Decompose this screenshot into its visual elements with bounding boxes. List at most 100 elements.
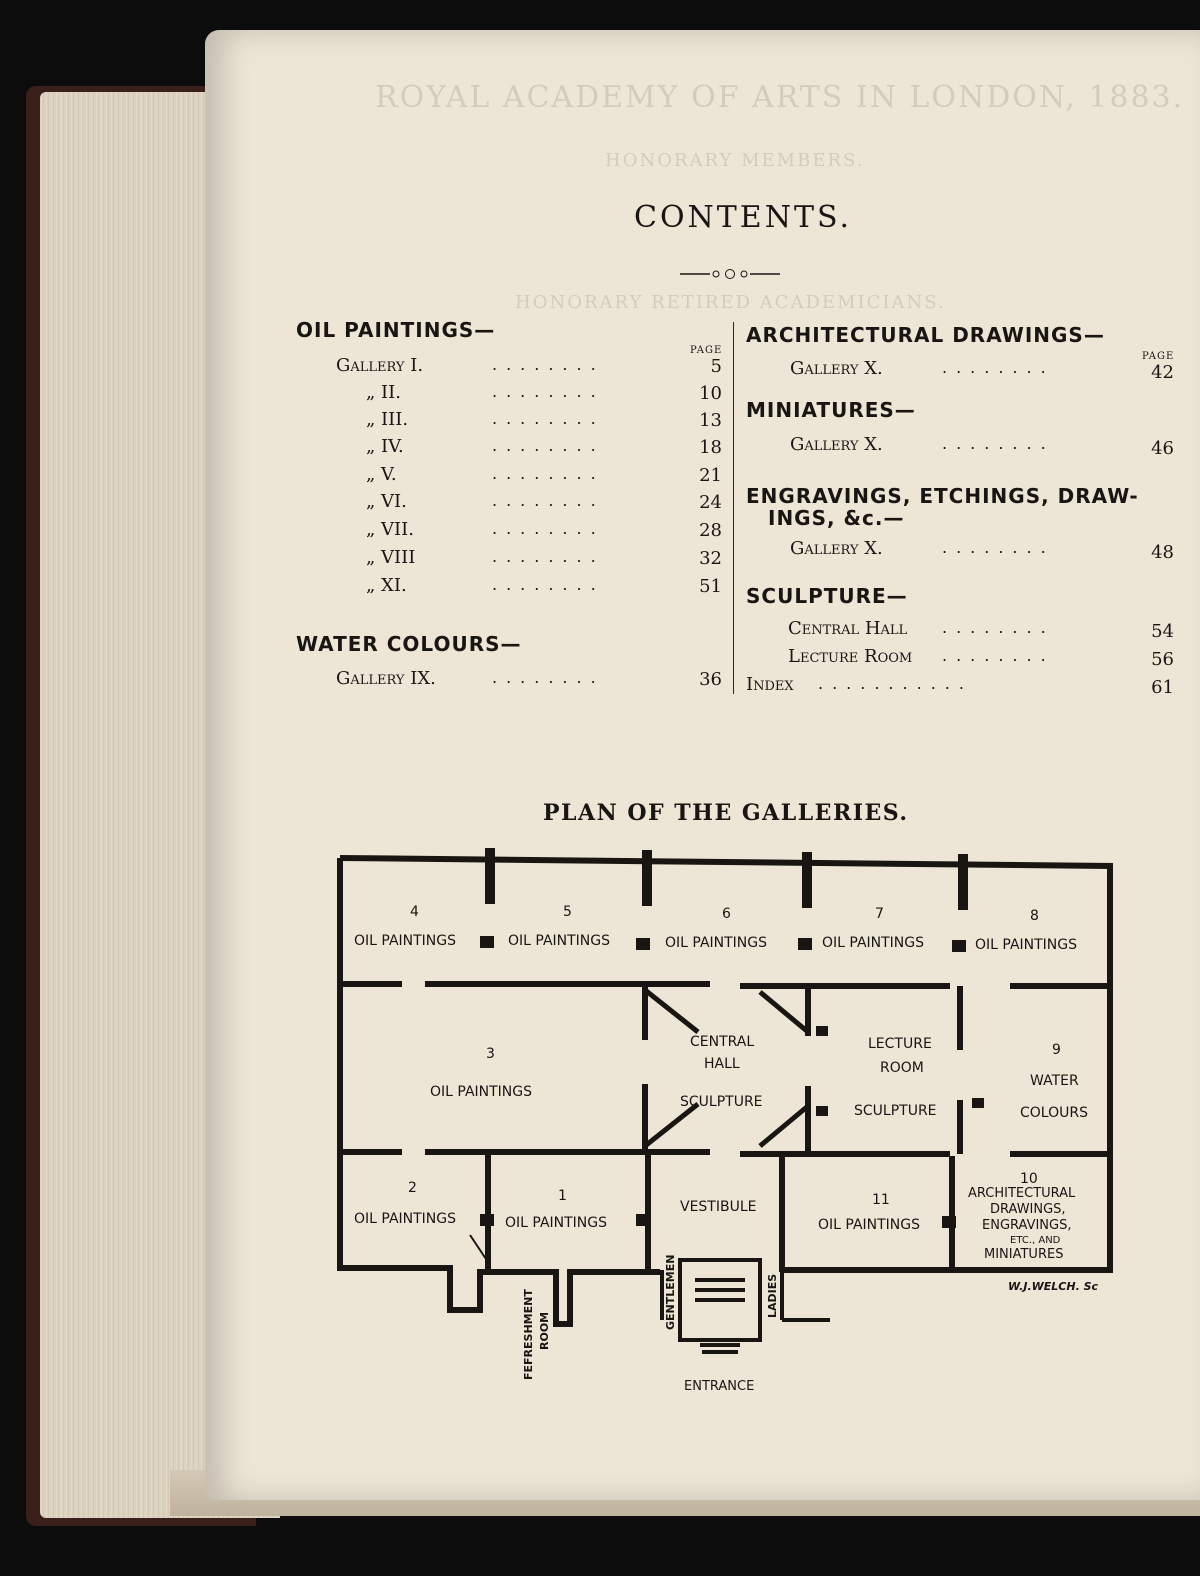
gallery-4-label: OIL PAINTINGS	[354, 933, 456, 949]
toc-page: 61	[1151, 677, 1174, 698]
bleed-line-2: HONORARY RETIRED ACADEMICIANS.	[515, 292, 946, 313]
gallery-11-label: OIL PAINTINGS	[818, 1217, 920, 1233]
toc-page: 54	[1151, 621, 1174, 642]
gallery-5-number: 5	[563, 904, 572, 920]
plan-vertical-labels: FEFRESHMENT ROOM GENTLEMEN LADIES	[522, 1255, 779, 1380]
gallery-8-number: 8	[1030, 908, 1039, 924]
toc-page: 42	[1151, 362, 1174, 383]
gallery-10-line4: ETC., AND	[1010, 1235, 1061, 1246]
refreshment-room-label: ROOM	[538, 1312, 551, 1350]
engraver-signature: W.J.WELCH. Sc	[1008, 1280, 1098, 1293]
leader-dots: ........	[942, 434, 1055, 453]
toc-page: 28	[699, 520, 722, 541]
gallery-8-label: OIL PAINTINGS	[975, 937, 1077, 953]
toc-page: 24	[699, 492, 722, 513]
toc-label: Gallery IX.	[336, 668, 436, 689]
leader-dots: ........	[492, 547, 605, 566]
architectural-heading: ARCHITECTURAL DRAWINGS—	[746, 323, 1105, 347]
toc-label: Gallery X.	[790, 358, 883, 379]
toc-label: „ VII.	[366, 519, 414, 540]
toc-label: Gallery I.	[336, 355, 424, 376]
miniatures-heading: MINIATURES—	[746, 398, 916, 422]
central-hall-line2: HALL	[704, 1056, 740, 1072]
ladies-label: LADIES	[766, 1274, 779, 1318]
toc-label: Central Hall	[788, 618, 908, 639]
plan-walls	[337, 855, 1113, 1327]
leader-dots: ........	[492, 491, 605, 510]
leader-dots: ........	[492, 668, 605, 687]
refreshment-arrow	[469, 1234, 491, 1266]
gallery-11-number: 11	[872, 1192, 890, 1208]
entrance-label: ENTRANCE	[684, 1379, 754, 1394]
lecture-room-line2: ROOM	[880, 1060, 924, 1076]
gallery-7-label: OIL PAINTINGS	[822, 935, 924, 951]
central-hall-line1: CENTRAL	[690, 1034, 754, 1050]
bleed-line-1: HONORARY MEMBERS.	[605, 150, 865, 171]
bleed-running-head: ROYAL ACADEMY OF ARTS IN LONDON, 1883.	[375, 80, 1185, 115]
leader-dots: ........	[942, 538, 1055, 557]
gallery-10-line3: ENGRAVINGS,	[982, 1218, 1072, 1233]
sculpture-heading: SCULPTURE—	[746, 584, 908, 608]
gallery-1-label: OIL PAINTINGS	[505, 1215, 607, 1231]
gallery-9-label1: WATER	[1030, 1073, 1079, 1089]
plan-diagonals	[643, 988, 810, 1148]
leader-dots: ........	[492, 575, 605, 594]
leader-dots: ........	[492, 355, 605, 374]
gallery-9-number: 9	[1052, 1042, 1061, 1058]
toc-page: 5	[710, 356, 722, 377]
book-page: ROYAL ACADEMY OF ARTS IN LONDON, 1883. H…	[205, 30, 1200, 1500]
toc-label: „ XI.	[366, 575, 407, 596]
toc-page: 21	[699, 465, 722, 486]
toc-page: 51	[699, 576, 722, 597]
engravings-heading-2: INGS, &c.—	[768, 506, 905, 530]
toc-label: Index	[746, 674, 794, 695]
leader-dots: ........	[492, 436, 605, 455]
plan-entrance	[660, 1258, 830, 1354]
contents-title: CONTENTS.	[634, 200, 852, 235]
toc-page: 46	[1151, 438, 1174, 459]
leader-dots: ........	[942, 646, 1055, 665]
toc-label: „ IV.	[366, 436, 404, 457]
gallery-6-label: OIL PAINTINGS	[665, 935, 767, 951]
vestibule-label: VESTIBULE	[680, 1199, 757, 1215]
toc-label: „ II.	[366, 382, 401, 403]
central-hall-line3: SCULPTURE	[680, 1094, 763, 1110]
gallery-6-number: 6	[722, 906, 731, 922]
toc-label: Lecture Room	[788, 646, 913, 667]
water-colours-heading: WATER COLOURS—	[296, 632, 522, 656]
oil-paintings-heading: OIL PAINTINGS—	[296, 318, 496, 342]
toc-page: 32	[699, 548, 722, 569]
gallery-1-number: 1	[558, 1188, 567, 1204]
plan-title: PLAN OF THE GALLERIES.	[543, 800, 909, 826]
leader-dots: ........	[492, 409, 605, 428]
gallery-4-number: 4	[410, 904, 419, 920]
toc-label: „ III.	[366, 409, 409, 430]
lecture-room-line1: LECTURE	[868, 1036, 932, 1052]
page-header-left: PAGE	[690, 345, 723, 356]
toc-page: 10	[699, 383, 722, 404]
toc-page: 56	[1151, 649, 1174, 670]
gallery-5-label: OIL PAINTINGS	[508, 933, 610, 949]
toc-label: Gallery X.	[790, 434, 883, 455]
toc-page: 13	[699, 410, 722, 431]
gallery-2-number: 2	[408, 1180, 417, 1196]
toc-page: 48	[1151, 542, 1174, 563]
gallery-7-number: 7	[875, 906, 884, 922]
gallery-9-label2: COLOURS	[1020, 1105, 1088, 1121]
gallery-10-line2: DRAWINGS,	[990, 1202, 1066, 1217]
engravings-heading-1: ENGRAVINGS, ETCHINGS, DRAW-	[746, 484, 1139, 508]
leader-dots: ........	[492, 464, 605, 483]
leader-dots: ........	[492, 519, 605, 538]
refreshment-label: FEFRESHMENT	[522, 1289, 535, 1380]
leader-dots: ...........	[818, 674, 973, 693]
gallery-3-number: 3	[486, 1046, 495, 1062]
toc-label: „ VI.	[366, 491, 407, 512]
gallery-10-line5: MINIATURES	[984, 1247, 1063, 1262]
gallery-3-label: OIL PAINTINGS	[430, 1084, 532, 1100]
ornament-rule	[680, 269, 780, 279]
toc-page: 18	[699, 437, 722, 458]
gentlemen-label: GENTLEMEN	[664, 1255, 677, 1330]
gallery-10-line1: ARCHITECTURAL	[968, 1186, 1076, 1201]
gallery-10-number: 10	[1020, 1171, 1038, 1187]
toc-page: 36	[699, 669, 722, 690]
